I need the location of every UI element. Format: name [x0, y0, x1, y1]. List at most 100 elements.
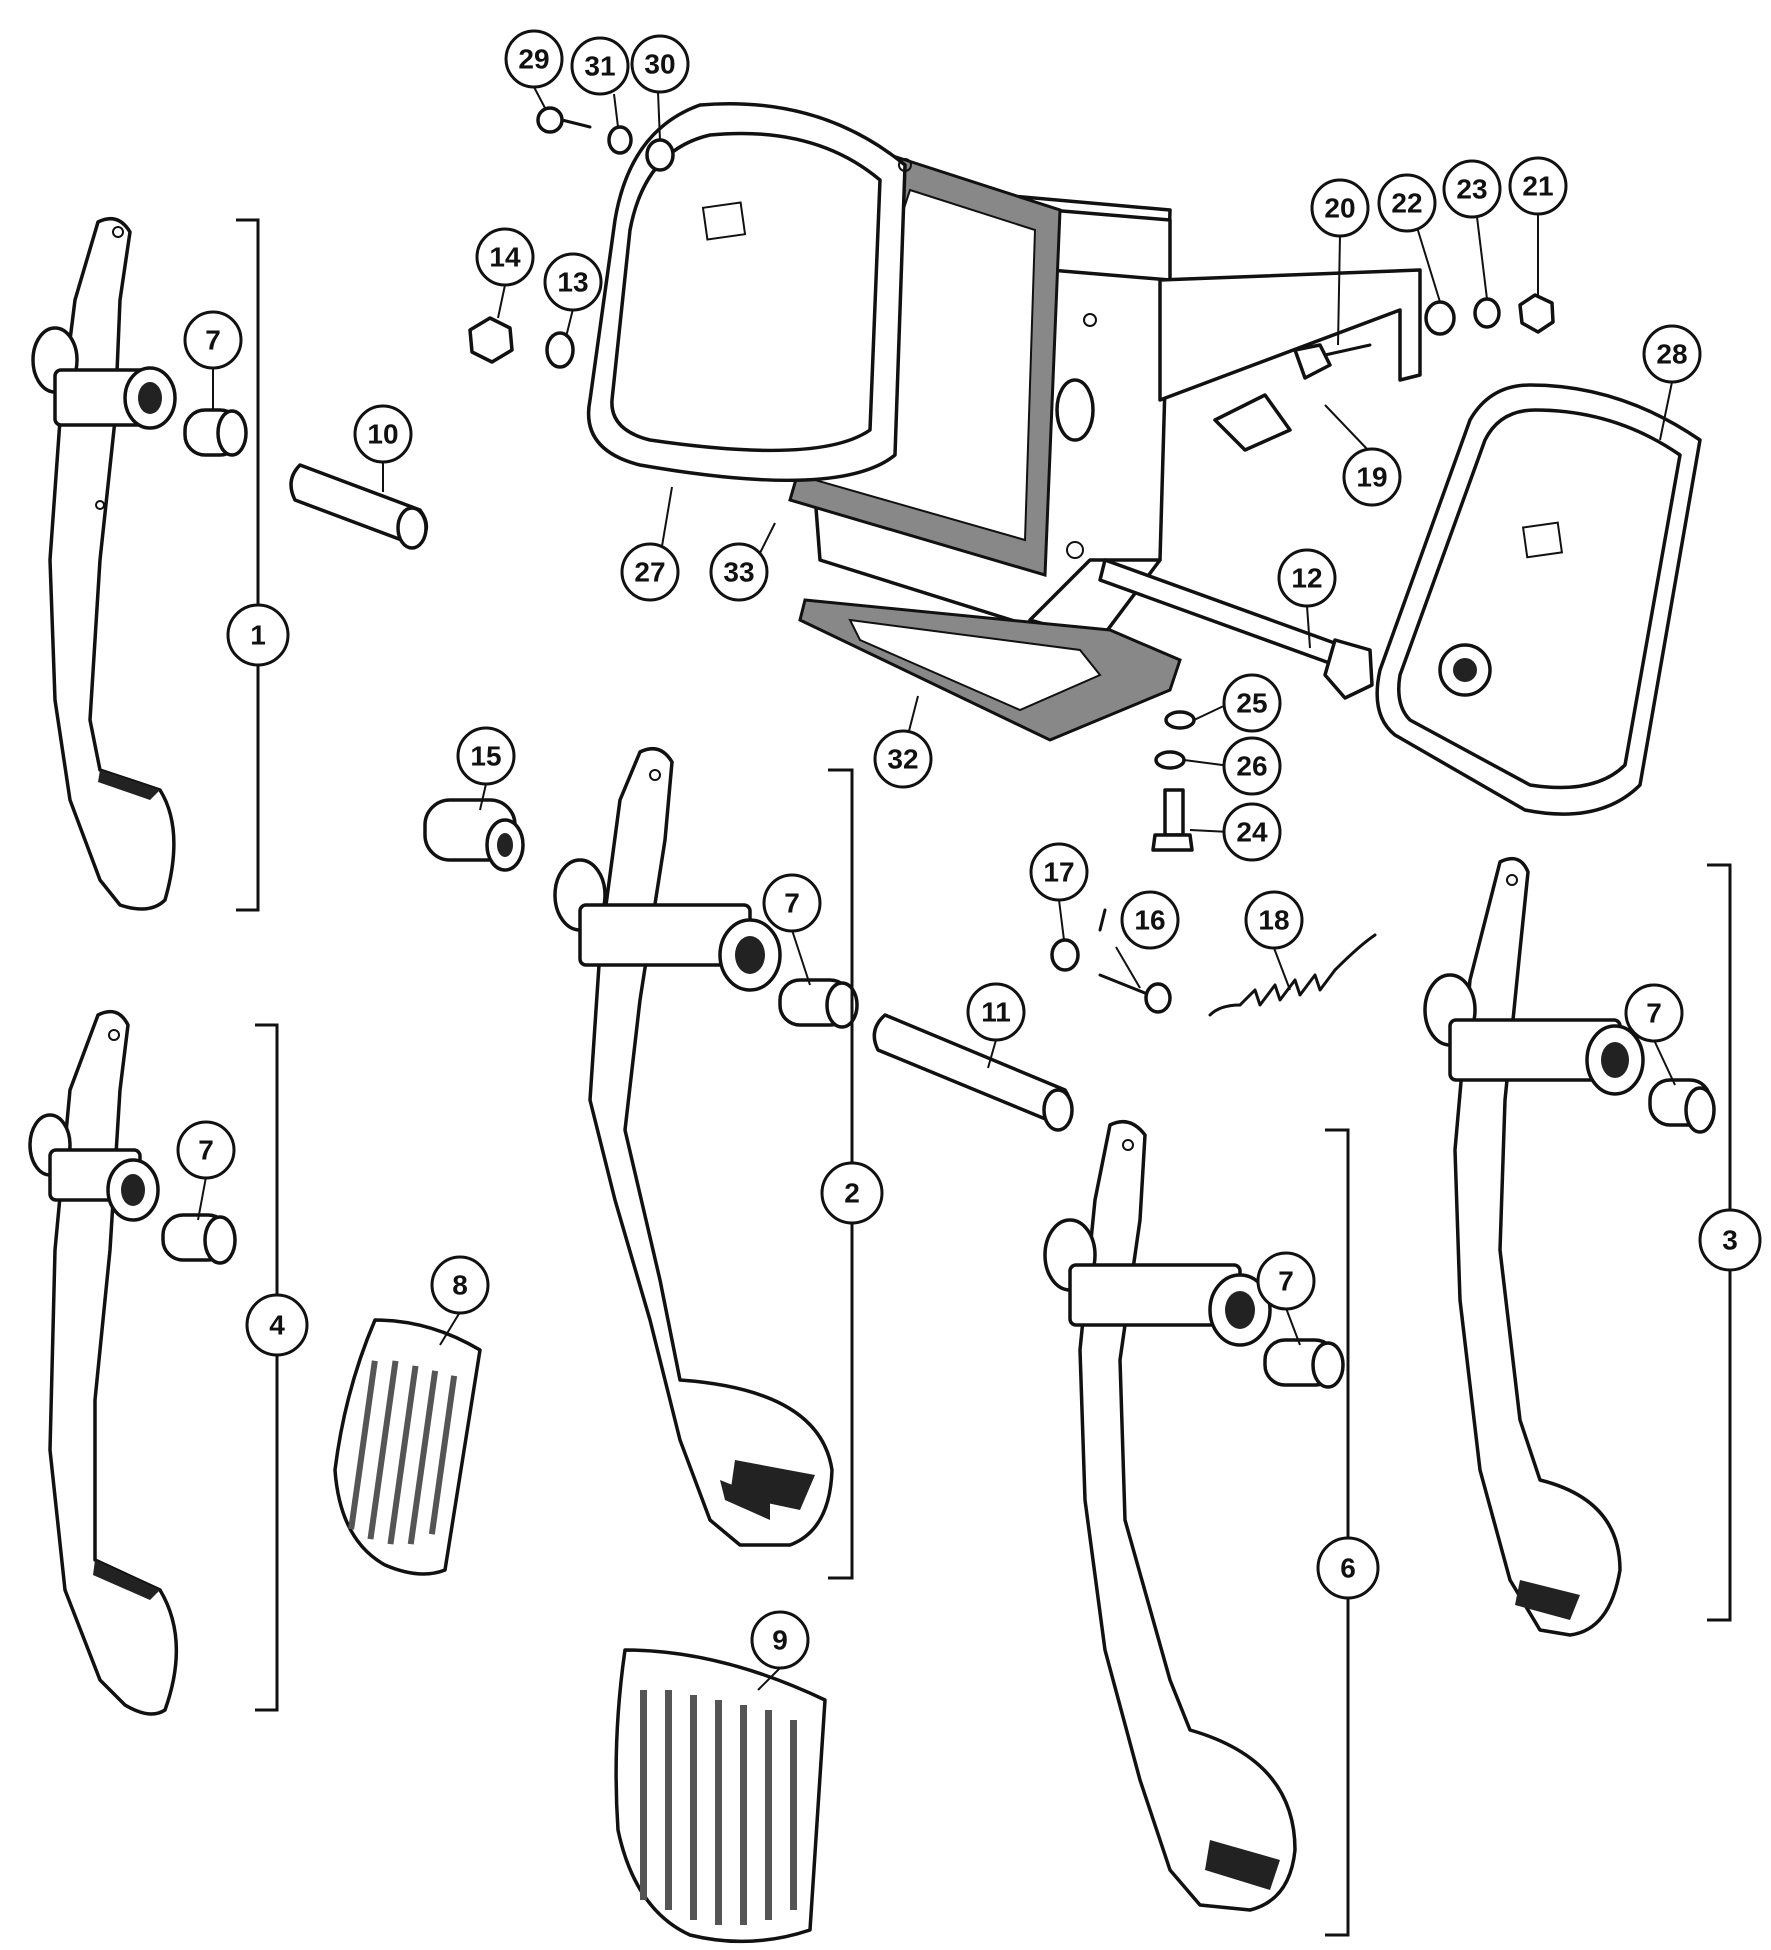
callout-7-a: 7 [183, 310, 243, 370]
callout-3: 3 [1698, 1208, 1762, 1272]
svg-text:12: 12 [1291, 563, 1322, 594]
callout-7-b: 7 [176, 1120, 236, 1180]
callout-6: 6 [1316, 1536, 1380, 1600]
svg-text:7: 7 [1278, 1266, 1294, 1297]
svg-text:29: 29 [518, 44, 549, 75]
svg-text:24: 24 [1236, 817, 1268, 848]
callout-1: 1 [226, 603, 290, 667]
svg-text:3: 3 [1722, 1225, 1738, 1256]
washer-13 [545, 331, 575, 369]
svg-text:7: 7 [205, 325, 221, 356]
assembly-brackets [236, 218, 1732, 1937]
svg-text:10: 10 [367, 419, 398, 450]
washer-23 [1473, 297, 1501, 329]
svg-text:15: 15 [470, 741, 501, 772]
svg-text:28: 28 [1656, 339, 1687, 370]
bush-15 [423, 798, 525, 872]
pedal-cup-28 [1375, 383, 1702, 816]
svg-text:13: 13 [557, 267, 588, 298]
callout-15: 15 [456, 726, 516, 786]
clevis-pin-16 [1098, 908, 1172, 1014]
screw-29 [536, 106, 592, 134]
callout-32: 32 [873, 729, 933, 789]
callout-22: 22 [1377, 173, 1437, 233]
callout-24: 24 [1222, 802, 1282, 862]
spacer-tube-10 [289, 463, 429, 550]
nut-14 [468, 316, 514, 364]
svg-text:31: 31 [584, 51, 615, 82]
svg-text:14: 14 [489, 242, 521, 273]
bush-7-d [1263, 1338, 1345, 1389]
callout-26: 26 [1222, 736, 1282, 796]
callout-23: 23 [1442, 159, 1502, 219]
bolt-24 [1151, 788, 1194, 852]
callout-19: 19 [1342, 447, 1402, 507]
callout-28: 28 [1642, 324, 1702, 384]
svg-text:1: 1 [250, 620, 266, 651]
svg-text:4: 4 [269, 1310, 285, 1341]
pedal-arm-2 [553, 746, 834, 1547]
svg-text:20: 20 [1324, 193, 1355, 224]
callout-21: 21 [1508, 156, 1568, 216]
bracket-arm-19 [1158, 268, 1422, 452]
svg-text:32: 32 [887, 744, 918, 775]
bush-7-a [183, 408, 248, 457]
svg-text:25: 25 [1236, 688, 1267, 719]
svg-text:2: 2 [844, 1178, 860, 1209]
pedal-arm-6 [1043, 1119, 1297, 1912]
svg-text:6: 6 [1340, 1553, 1356, 1584]
svg-text:22: 22 [1391, 188, 1422, 219]
svg-text:17: 17 [1043, 857, 1074, 888]
pedal-pad-8 [333, 1318, 482, 1576]
svg-text:18: 18 [1258, 905, 1289, 936]
callout-2: 2 [820, 1161, 884, 1225]
bush-7-e [1648, 1078, 1716, 1134]
washer-17 [1050, 938, 1080, 972]
nut-21 [1518, 293, 1555, 334]
callout-10: 10 [353, 404, 413, 464]
svg-text:16: 16 [1134, 905, 1165, 936]
svg-text:23: 23 [1456, 174, 1487, 205]
washer-25 [1164, 710, 1196, 730]
pedal-arm-3 [1423, 856, 1645, 1637]
washer-22 [1424, 300, 1456, 336]
svg-text:7: 7 [1646, 998, 1662, 1029]
svg-text:19: 19 [1356, 462, 1387, 493]
svg-text:7: 7 [784, 888, 800, 919]
svg-text:26: 26 [1236, 751, 1267, 782]
callout-13: 13 [543, 252, 603, 312]
pedal-pad-9 [614, 1648, 827, 1944]
callout-16: 16 [1120, 890, 1180, 950]
callout-11: 11 [966, 982, 1026, 1042]
callout-27: 27 [620, 542, 680, 602]
svg-text:7: 7 [198, 1135, 214, 1166]
bush-7-b [161, 1213, 237, 1265]
return-spring-18 [1208, 933, 1377, 1017]
callout-20: 20 [1310, 178, 1370, 238]
svg-text:8: 8 [452, 1270, 468, 1301]
pedal-arm-1 [31, 216, 177, 911]
callout-14: 14 [475, 227, 535, 287]
spacer-tube-11 [872, 1013, 1074, 1132]
callout-7-e: 7 [1624, 983, 1684, 1043]
callout-7-d: 7 [1256, 1251, 1316, 1311]
svg-text:33: 33 [723, 557, 754, 588]
svg-text:30: 30 [644, 49, 675, 80]
washer-26 [1154, 750, 1186, 770]
bolt-20 [1293, 343, 1372, 380]
callout-12: 12 [1277, 548, 1337, 608]
gasket-32 [798, 598, 1182, 742]
callout-25: 25 [1222, 673, 1282, 733]
washer-30 [645, 138, 675, 172]
pedal-arm-4 [28, 1009, 179, 1716]
pedal-cup-27 [586, 102, 912, 483]
callout-30: 30 [630, 34, 690, 94]
svg-text:11: 11 [981, 997, 1011, 1028]
callout-7-c: 7 [762, 873, 822, 933]
svg-text:27: 27 [634, 557, 665, 588]
callout-18: 18 [1244, 890, 1304, 950]
callout-8: 8 [430, 1255, 490, 1315]
callout-4: 4 [245, 1293, 309, 1357]
svg-text:21: 21 [1522, 171, 1553, 202]
callout-29: 29 [504, 29, 564, 89]
